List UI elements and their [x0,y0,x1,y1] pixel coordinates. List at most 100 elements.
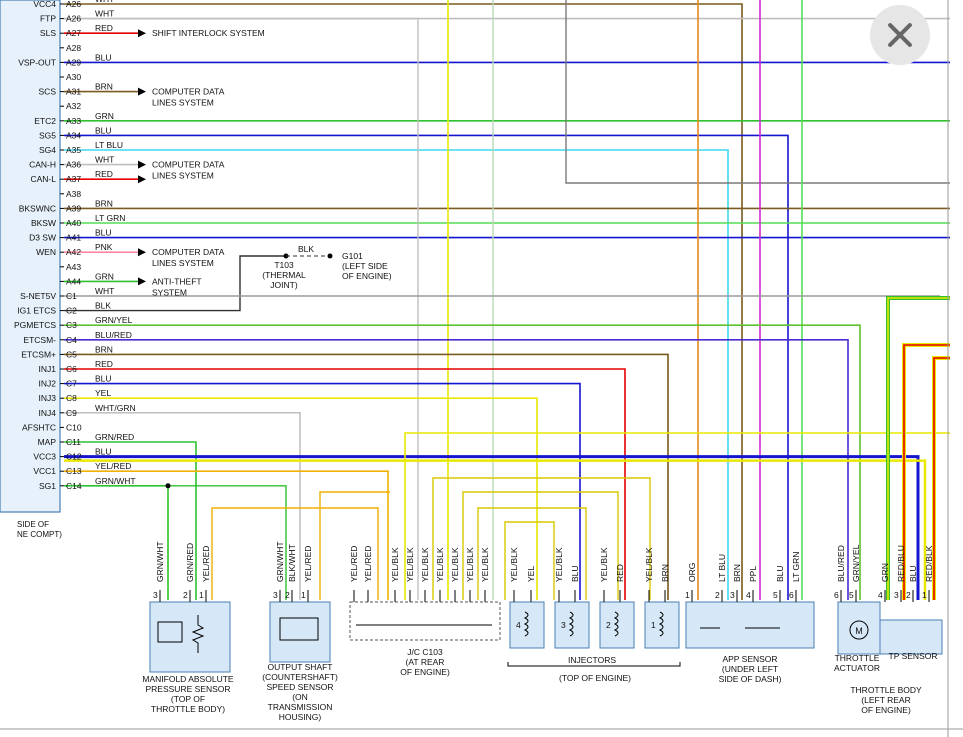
app-pin-0-number: 1 [685,590,690,600]
ecm-pin-a33-wire-color: GRN [95,111,114,121]
ecm-pin-c5-number: C5 [66,349,77,359]
tp-sensor-box [879,619,943,655]
ecm-pin-c2-number: C2 [66,306,77,316]
ecm-pin-c13-signal: VCC1 [33,466,56,476]
coil-icon [568,611,574,637]
ecm-pin-c11-wire-color: GRN/RED [95,432,134,442]
wire-c6 [64,368,626,600]
wire-vcc4 [64,3,743,600]
ecm-pin-a36-number: A36 [66,160,81,170]
ecm-pin-c14-number: C14 [66,481,82,491]
ground-g101 [327,253,333,259]
ecm-pin-c5-wire-color: BRN [95,344,113,354]
inj-wire-4-label: YEL/BLK [599,547,609,582]
jc-wire-4-label: YEL/BLK [420,547,430,582]
ecm-pin-c1-signal: S-NET5V [20,291,56,301]
wire-trunk-gry [565,0,950,184]
wire-c14-branch [168,485,287,600]
ecm-pin-a30-number: A30 [66,72,81,82]
throttle-actuator-box [837,601,881,655]
wire-layer [64,0,950,600]
ecm-pin-a26-top-signal: VCC4 [33,0,56,9]
injectors-sublabel: (TOP OF ENGINE) [559,673,631,683]
wire-tb-grn-core [887,297,950,600]
wire-yelred-2 [319,491,390,600]
ecm-pin-c10-number: C10 [66,422,82,432]
inj-wire-6-label: YEL/BLK [644,547,654,582]
inj-wire-5-label: RED [615,564,625,582]
os-pin-0-number: 3 [273,590,278,600]
tb-pin-4-number: 2 [906,590,911,600]
ecm-pin-c9-signal: INJ4 [39,408,57,418]
jc-wire-5-label: YEL/BLK [435,547,445,582]
os-wire-2-label: YEL/RED [303,546,313,582]
inj-wire-0-label: YEL/BLK [509,547,519,582]
motor-icon [849,620,869,640]
ecm-pin-c6-number: C6 [66,364,77,374]
wire-yelblk-1 [462,491,619,600]
ecm-pin-a44-number: A44 [66,276,81,286]
ecm-pin-a27-number: A27 [66,28,81,38]
ecm-pin-c12-wire-color: BLU [95,447,112,457]
wire-c2 [64,255,286,312]
map-sensor-element [157,621,183,643]
ecm-pin-a37-signal: CAN-L [30,174,56,184]
app-wire-5-label: LT GRN [791,552,801,582]
tb-pin-1-number: 5 [849,590,854,600]
wire-yelblk-0 [432,477,651,600]
arrow-icon [138,175,146,184]
map-wire-0-label: GRN/WHT [155,541,165,582]
injectors-bracket [507,662,681,667]
wire-c11 [64,441,197,600]
tb-wire-5-label: RED/BLK [924,545,934,582]
wire-c7 [64,382,581,600]
ecm-pin-a29-signal: VSP-OUT [18,57,56,67]
wire-c5 [64,353,669,600]
app-wire-3-label: PPL [748,566,758,582]
app-wire-1-label: LT BLU [717,554,727,582]
jc-wire-0-label: YEL/RED [349,546,359,582]
ecm-pin-a43-number: A43 [66,262,81,272]
ecm-pin-a32-number: A32 [66,101,81,111]
ecm-pin-a42-number: A42 [66,247,81,257]
os-pin-2-number: 1 [301,590,306,600]
ecm-pin-c9-number: C9 [66,408,77,418]
wire-tb-rk-core [933,357,950,600]
ecm-pin-a40-number: A40 [66,218,81,228]
app-pin-3-number: 4 [746,590,751,600]
ecm-pin-c3-number: C3 [66,320,77,330]
app-wire-2-label: BRN [732,564,742,582]
map-sensor-box [149,601,231,673]
ecm-pin-c1-number: C1 [66,291,77,301]
injectors-label: INJECTORS [568,655,616,665]
ecm-pin-a31-signal: SCS [39,87,57,97]
os-sensor-element [279,617,319,641]
ecm-pin-c2-wire-color: BLK [95,301,111,311]
os-sensor-label: OUTPUT SHAFT(COUNTERSHAFT)SPEED SENSOR(O… [262,662,338,722]
ecm-pin-c4-signal: ETCSM- [23,335,56,345]
ecm-pin-a37-number: A37 [66,174,81,184]
ecm-pin-a39-wire-color: BRN [95,198,113,208]
ecm-pin-c5-signal: ETCSM+ [21,349,56,359]
ecm-pin-a27-signal: SLS [40,28,56,38]
ecm-pin-c12-signal: VCC3 [33,452,56,462]
app-wire-4-label: BLU [775,565,785,582]
injector-3-number: 3 [561,620,566,630]
ecm-pin-a31-wire-color: BRN [95,82,113,92]
ecm-pin-a33-signal: ETC2 [34,116,56,126]
close-icon[interactable] [870,5,930,65]
ecm-pin-a42-wire-color: PNK [95,242,113,252]
ecm-pin-a37-wire-color: RED [95,169,113,179]
ecm-pin-a41-signal: D3 SW [29,233,56,243]
ecm-pin-c4-wire-color: BLU/RED [95,330,132,340]
component-layer [149,590,943,673]
ecm-pin-a34-signal: SG5 [39,130,56,140]
tb-pin-5-number: 1 [922,590,927,600]
coil-icon [523,611,529,637]
